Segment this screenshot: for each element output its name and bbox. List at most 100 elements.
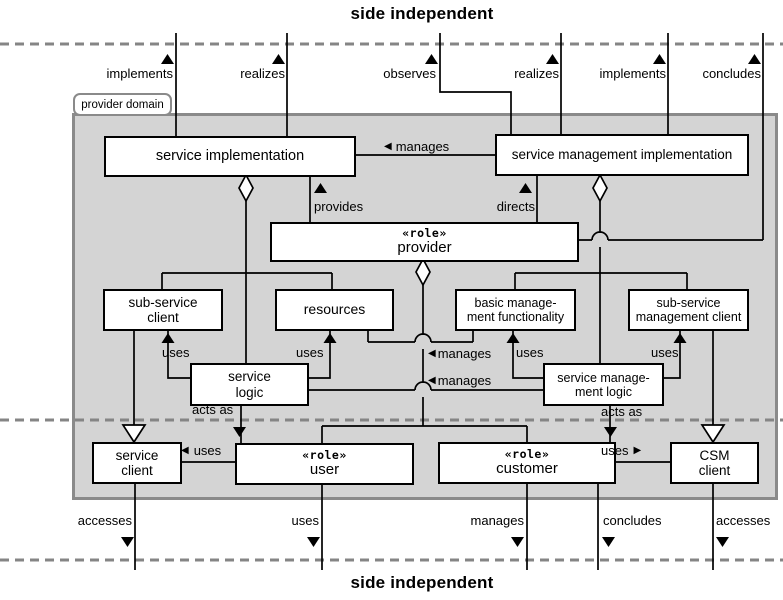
arrow-up-icon [314, 183, 327, 193]
arrow-up-icon [673, 333, 687, 343]
box-label: sub-service [128, 294, 198, 310]
arrow-down-icon [604, 427, 617, 437]
boundary-dashed-lines [0, 42, 783, 562]
directs-label: directs [496, 199, 535, 214]
sub-service-client-box: sub-service client [103, 289, 223, 331]
direction-arrows-down [121, 427, 729, 547]
arrow-up-icon [519, 183, 532, 193]
realizes-label: realizes [240, 66, 285, 81]
arrow-up-icon [161, 54, 174, 64]
top-side-independent-title: side independent [350, 4, 494, 23]
provider-domain-label: provider domain [73, 93, 172, 116]
box-label: resources [303, 301, 366, 318]
hollow-arrow-down-icon [121, 424, 147, 444]
uses-label: uses ▶ [601, 443, 641, 458]
box-label: ment functionality [466, 310, 565, 324]
provider-role-box: «role» provider [270, 222, 579, 262]
arrow-right-icon: ▶ [633, 444, 642, 456]
uses-basic-management-line [512, 327, 543, 379]
role-stereotype: «role» [504, 447, 550, 462]
uses-label: uses [651, 345, 679, 360]
arrow-down-icon [121, 537, 134, 547]
manages-label-text: manages [437, 346, 492, 361]
observes-line [439, 33, 512, 134]
box-label: service management implementation [511, 147, 733, 163]
service-implementation-box: service implementation [104, 136, 356, 177]
arrow-left-icon: ◀ [384, 140, 392, 152]
arrow-down-icon [716, 537, 729, 547]
bottom-side-independent-title: side independent [350, 573, 494, 592]
service-management-logic-box: service manage- ment logic [543, 363, 664, 406]
box-label: client [698, 463, 731, 478]
uses-label: uses [516, 345, 544, 360]
box-label: sub-service [656, 296, 721, 310]
arrow-down-icon [511, 537, 524, 547]
arrow-left-icon: ◀ [428, 347, 436, 359]
uses-label: ◀ uses [181, 443, 221, 458]
uses-label-text: uses [601, 443, 629, 458]
role-name: customer [496, 460, 558, 478]
box-label: client [147, 310, 179, 325]
resources-box: resources [275, 289, 394, 331]
hollow-arrow-down-icon [700, 424, 726, 444]
uses-label: uses [296, 345, 324, 360]
service-management-implementation-box: service management implementation [495, 134, 749, 176]
box-label: CSM [699, 447, 730, 463]
user-role-box: «role» user [235, 443, 414, 485]
arrow-left-icon: ◀ [428, 374, 436, 386]
provides-label: provides [314, 199, 364, 214]
arrow-up-icon [323, 333, 337, 343]
aggregation-diamond-icon [592, 173, 608, 203]
uses-label: uses [162, 345, 190, 360]
box-label: ment logic [575, 384, 632, 399]
role-stereotype: «role» [402, 226, 447, 241]
arrow-down-icon [307, 537, 320, 547]
csm-client-box: CSM client [670, 442, 759, 484]
acts-as-label: acts as [192, 402, 234, 417]
arrow-up-icon [425, 54, 438, 64]
uses-ssm-client-line [660, 327, 681, 379]
connectors [133, 33, 764, 570]
arrow-left-icon: ◀ [181, 444, 189, 456]
box-label: basic manage- [474, 296, 557, 310]
box-label: management client [635, 310, 742, 324]
arrow-up-icon [748, 54, 761, 64]
uses-sub-service-client-line [167, 327, 190, 379]
generalization-arrows [121, 424, 726, 444]
aggregation-diamond-icon [415, 257, 431, 287]
role-stereotype: «role» [302, 448, 347, 463]
box-label: service [228, 369, 271, 385]
manages-label: ◀ manages [384, 139, 449, 154]
arrow-down-icon [602, 537, 615, 547]
observes-label: observes [383, 66, 436, 81]
arrow-up-icon [546, 54, 559, 64]
role-name: provider [397, 239, 452, 257]
customer-role-box: «role» customer [438, 442, 616, 484]
box-label: logic [235, 384, 264, 400]
line-hop-arc [414, 333, 432, 343]
box-label: service manage- [557, 370, 650, 385]
box-label: client [121, 463, 153, 478]
uses-label-text: uses [193, 443, 222, 458]
aggregation-diamond-icon [238, 173, 254, 203]
manages-label: ◀ manages [428, 346, 491, 361]
service-client-box: service client [92, 442, 182, 484]
aggregation-diamonds [238, 173, 608, 287]
accesses-label: accesses [77, 513, 132, 528]
basic-management-functionality-box: basic manage- ment functionality [455, 289, 576, 331]
uses-label: uses [291, 513, 319, 528]
arrow-up-icon [506, 333, 520, 343]
accesses-label: accesses [716, 513, 771, 528]
concludes-label: concludes [702, 66, 761, 81]
uses-resources-line [305, 327, 331, 379]
manages-label-text: manages [437, 373, 492, 388]
service-logic-box: service logic [190, 363, 309, 406]
realizes-label: realizes [514, 66, 559, 81]
arrow-up-icon [272, 54, 285, 64]
box-label: service [115, 447, 159, 463]
direction-arrows-up [161, 54, 761, 343]
concludes-label: concludes [603, 513, 662, 528]
acts-as-label: acts as [601, 404, 643, 419]
